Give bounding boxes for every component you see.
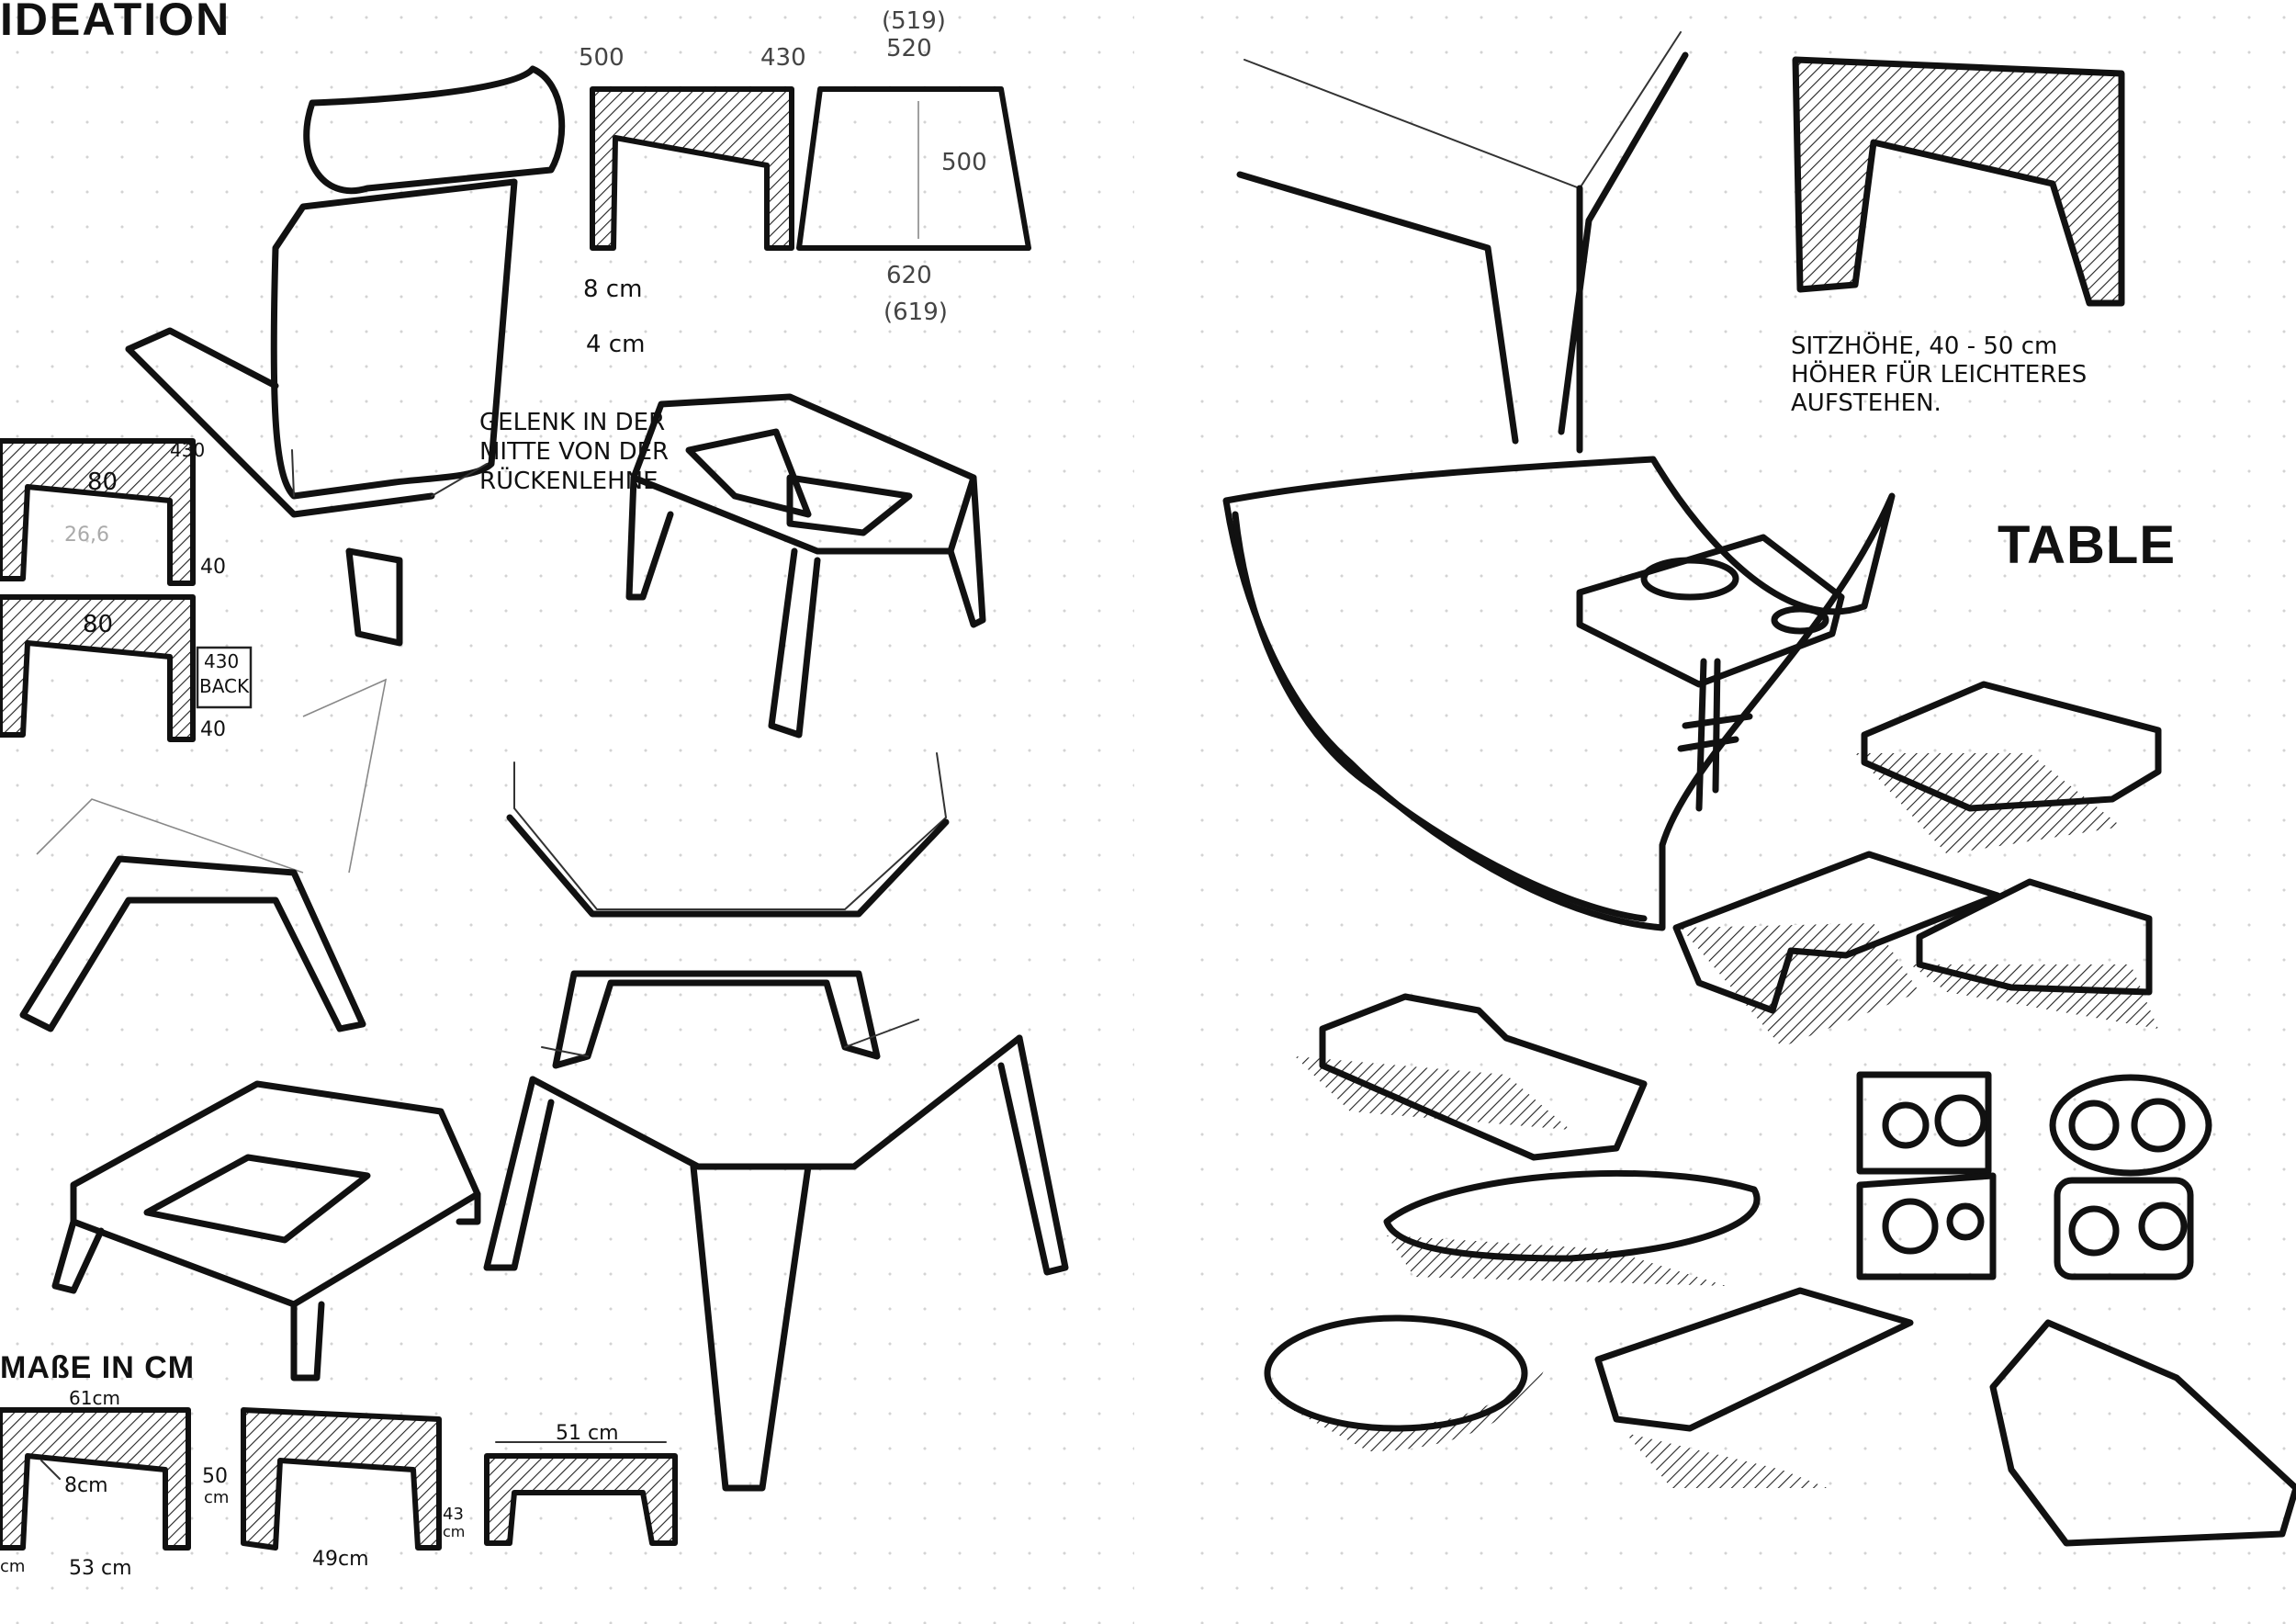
profile2-back-label-1: 430 (204, 650, 240, 672)
seat-with-table-sketch (1222, 456, 1896, 931)
joint-note-line2: MITTE VON DER (479, 438, 670, 466)
chair-frame-sketch (483, 752, 1069, 1492)
measure-51: 51 cm (556, 1422, 619, 1445)
dim-519: (519) (882, 7, 946, 35)
profile2-leg: 40 (200, 718, 226, 741)
profile2-width: 80 (83, 611, 114, 638)
tabletop-topview-grid (1856, 1071, 2212, 1280)
measure-61: 61cm (69, 1387, 120, 1409)
seat-height-note-line2: HÖHER FÜR LEICHTERES (1791, 361, 2088, 389)
joint-note-line1: GELENK IN DER (479, 409, 666, 436)
measure-profile-49 (241, 1407, 442, 1551)
ideation-sketches (0, 65, 1069, 1551)
sketchbook-page-right: SITZHÖHE, 40 - 50 cm HÖHER FÜR LEICHTERE… (1185, 0, 2296, 1624)
leg-frame-sketch (19, 678, 388, 1032)
dim-620: 620 (886, 262, 932, 289)
page-gutter (1134, 0, 1185, 1624)
measure-profile-51 (484, 1453, 678, 1546)
square-stool-sketch (51, 1080, 481, 1382)
dim-arrow-8 (40, 1460, 61, 1480)
side-profile-1 (0, 438, 196, 586)
measure-43b: cm (443, 1523, 466, 1540)
measure-cut: cm (0, 1557, 26, 1576)
sketchbook-page-left: IDEATION 500 430 (519) 520 500 620 (619)… (0, 0, 1134, 1624)
profile1-middle: 26,6 (64, 524, 109, 547)
measure-profile-61 (0, 1407, 191, 1551)
small-panel-sketch (345, 547, 403, 647)
dim-430: 430 (760, 44, 806, 72)
dim-520: 520 (886, 35, 932, 62)
depth-note-line1: 8 cm (583, 276, 643, 303)
measure-50b: cm (204, 1488, 230, 1507)
profile2-back-label-2: BACK (199, 675, 250, 697)
seat-height-note-line1: SITZHÖHE, 40 - 50 cm (1791, 333, 2058, 360)
table-heading: TABLE (1998, 515, 2177, 575)
measures-heading: MAßE IN CM (0, 1350, 196, 1385)
side-profile-2 (0, 594, 196, 742)
y-frame-sketch (1236, 31, 1689, 454)
dim-500: 500 (579, 44, 625, 72)
page-heading: IDEATION (0, 0, 231, 45)
dim-500-height: 500 (941, 149, 987, 176)
joint-note-line3: RÜCKENLEHNE (479, 468, 658, 495)
seat-height-note-line3: AUFSTEHEN. (1791, 389, 1941, 417)
profile1-top-right: 430 (170, 439, 206, 461)
profile1-leg: 40 (200, 556, 226, 579)
measure-43a: 43 (443, 1505, 464, 1524)
measure-53: 53 cm (69, 1557, 132, 1580)
seat-profile (1792, 56, 2125, 307)
measure-50a: 50 (202, 1465, 228, 1488)
armchair-sketch (125, 65, 566, 518)
side-profile-top (590, 86, 1031, 251)
depth-note-line2: 4 cm (586, 331, 646, 358)
measure-49: 49cm (312, 1548, 369, 1571)
back-label-box (196, 646, 253, 709)
tabletop-variants (1264, 681, 2296, 1547)
profile1-width: 80 (87, 468, 118, 496)
stool-frame-sketch (625, 393, 986, 739)
dim-619: (619) (884, 299, 948, 326)
table-sketches (1222, 31, 2296, 1547)
measure-8: 8cm (64, 1474, 108, 1497)
